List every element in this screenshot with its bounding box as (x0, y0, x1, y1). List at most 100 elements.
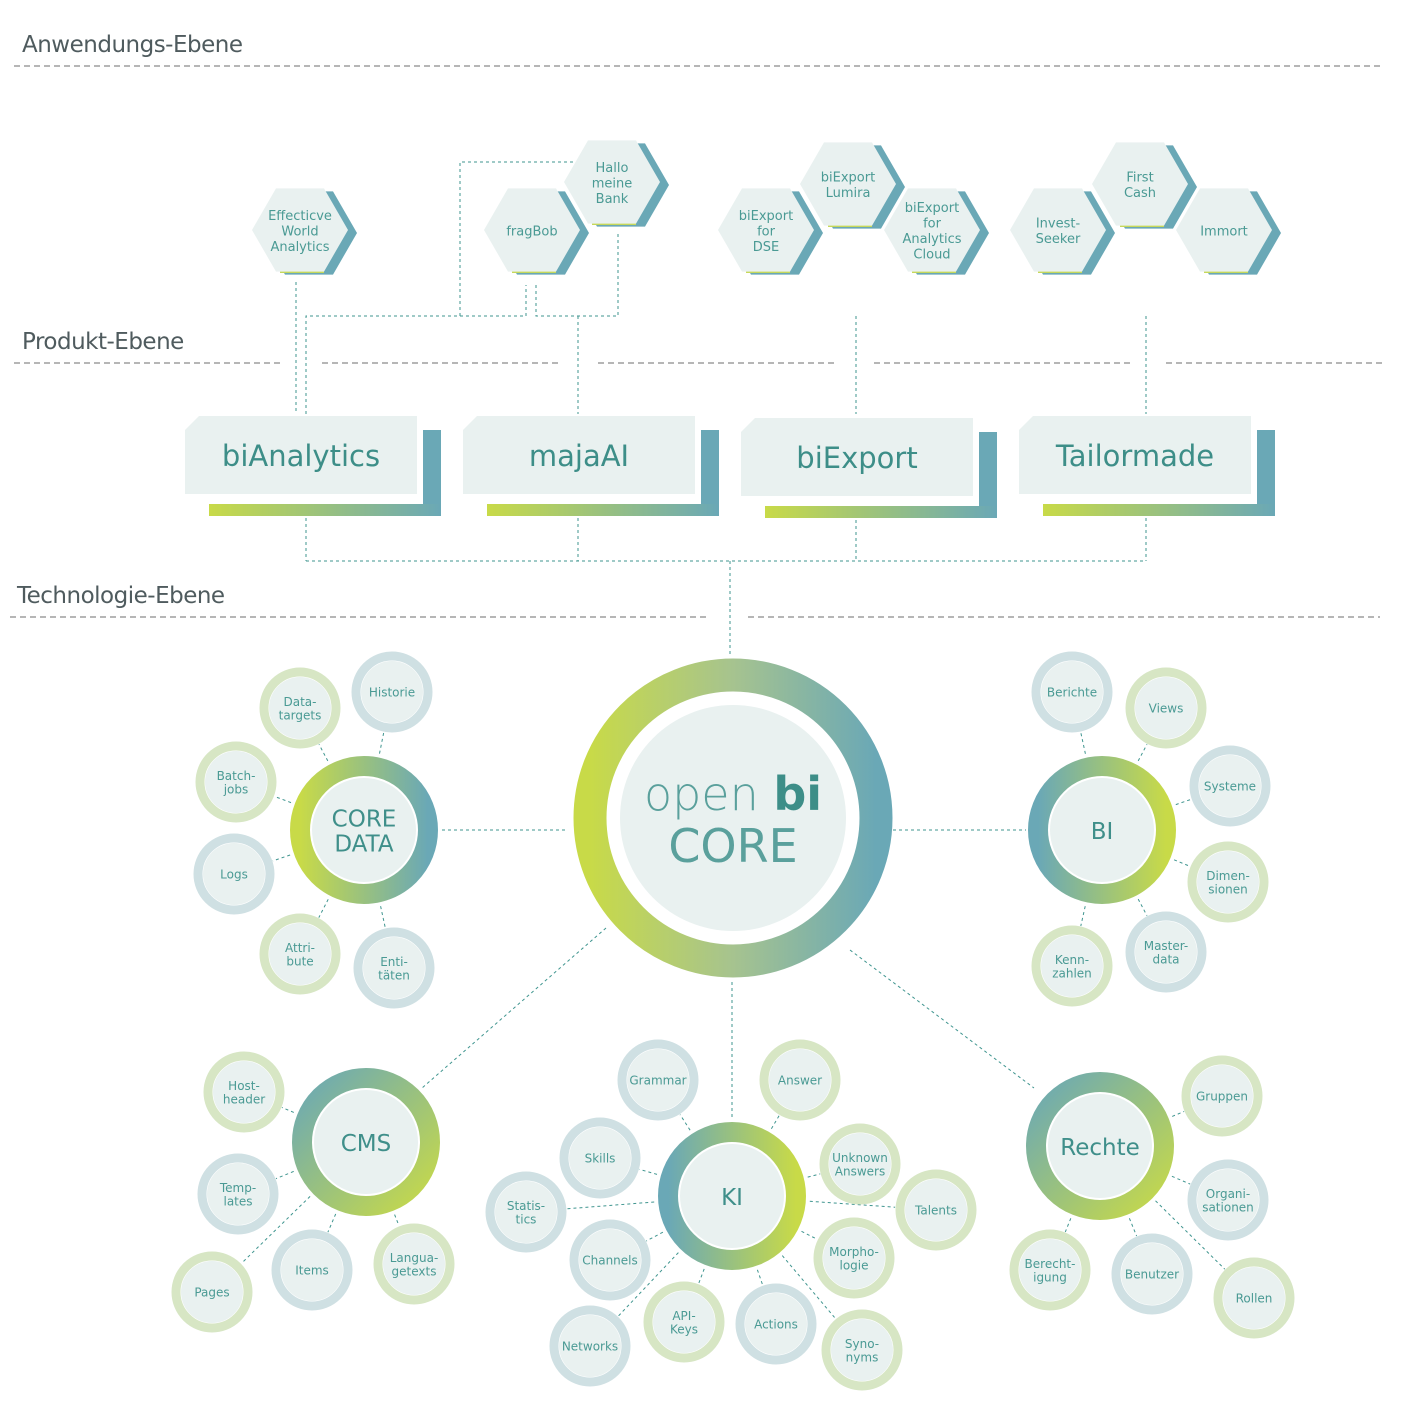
node-rechte-3[interactable]: Benutzer (1111, 1233, 1193, 1315)
node-bi-4[interactable]: Master-data (1125, 911, 1207, 993)
node-cms-3[interactable]: Items (271, 1229, 353, 1311)
node-ki-4[interactable]: Statis-tics (485, 1171, 567, 1253)
app-label-immort: Immort (1200, 224, 1248, 239)
core-title-line2: CORE (668, 819, 797, 873)
node-label-ki-6: Channels (582, 1254, 638, 1268)
node-ki-10[interactable]: Actions (735, 1283, 817, 1365)
node-ki-8[interactable]: Networks (549, 1305, 631, 1387)
node-coredata-2[interactable]: Batch-jobs (195, 741, 277, 823)
node-ki-9[interactable]: API-Keys (643, 1281, 725, 1363)
node-rechte-2[interactable]: Rollen (1213, 1257, 1295, 1339)
product-tailormade[interactable]: Tailormade (1019, 416, 1275, 516)
node-coredata-3[interactable]: Logs (193, 833, 275, 915)
node-label-coredata-5: Enti-täten (378, 955, 410, 983)
node-coredata-5[interactable]: Enti-täten (353, 927, 435, 1009)
node-label-cms-4: Langua-getexts (390, 1251, 439, 1279)
product-label-majaai: majaAI (529, 439, 629, 473)
node-label-ki-4: Statis-tics (507, 1199, 545, 1227)
node-label-rechte-3: Benutzer (1125, 1268, 1179, 1282)
node-label-rechte-0: Gruppen (1196, 1090, 1248, 1104)
node-label-ki-9: API-Keys (670, 1309, 698, 1337)
node-label-bi-3: Dimen-sionen (1206, 869, 1250, 897)
node-rechte-1[interactable]: Organi-sationen (1187, 1159, 1269, 1241)
hub-ki[interactable]: KI (658, 1122, 806, 1270)
hub-bi[interactable]: BI (1028, 756, 1176, 904)
node-ki-11[interactable]: Syno-nyms (821, 1309, 903, 1391)
node-ki-2[interactable]: Skills (559, 1117, 641, 1199)
node-label-ki-8: Networks (562, 1340, 618, 1354)
hub-cms[interactable]: CMS (292, 1068, 440, 1216)
node-label-coredata-0: Data-targets (279, 695, 322, 723)
node-label-rechte-4: Berecht-igung (1025, 1257, 1076, 1285)
node-ki-1[interactable]: Answer (759, 1039, 841, 1121)
node-label-ki-5: Talents (914, 1204, 957, 1218)
level-application-title: Anwendungs-Ebene (22, 32, 243, 58)
node-label-bi-1: Views (1149, 702, 1184, 716)
product-biexport[interactable]: biExport (741, 418, 997, 518)
node-rechte-4[interactable]: Berecht-igung (1009, 1229, 1091, 1311)
hub-label-bi: BI (1091, 819, 1114, 845)
node-label-bi-5: Kenn-zahlen (1052, 953, 1092, 981)
node-ki-6[interactable]: Channels (569, 1219, 651, 1301)
node-coredata-4[interactable]: Attri-bute (259, 913, 341, 995)
node-rechte-0[interactable]: Gruppen (1181, 1055, 1263, 1137)
node-label-cms-3: Items (295, 1264, 329, 1278)
app-hex-invest[interactable]: Invest-Seeker (1010, 188, 1115, 275)
node-label-bi-2: Systeme (1204, 780, 1256, 794)
node-label-ki-10: Actions (754, 1318, 798, 1332)
node-bi-0[interactable]: Berichte (1031, 651, 1113, 733)
node-cms-2[interactable]: Pages (171, 1251, 253, 1333)
node-label-bi-0: Berichte (1047, 686, 1097, 700)
node-ki-5[interactable]: Talents (895, 1169, 977, 1251)
node-bi-2[interactable]: Systeme (1189, 745, 1271, 827)
node-label-cms-2: Pages (194, 1286, 229, 1300)
level-technology-title: Technologie-Ebene (16, 583, 225, 609)
app-label-invest: Invest-Seeker (1036, 217, 1081, 248)
product-label-biexport: biExport (796, 441, 917, 475)
node-label-coredata-3: Logs (220, 868, 248, 882)
node-ki-7[interactable]: Morpho-logie (813, 1217, 895, 1299)
node-label-coredata-1: Historie (369, 686, 415, 700)
node-label-ki-0: Grammar (629, 1074, 686, 1088)
node-label-rechte-2: Rollen (1236, 1292, 1273, 1306)
app-label-fragbob: fragBob (506, 224, 557, 239)
satellite-links (241, 731, 1226, 1320)
node-cms-1[interactable]: Temp-lates (197, 1153, 279, 1235)
product-majaai[interactable]: majaAI (463, 416, 719, 516)
node-cms-0[interactable]: Host-header (203, 1051, 285, 1133)
node-bi-1[interactable]: Views (1125, 667, 1207, 749)
openbi-core[interactable]: open bi CORE (573, 658, 893, 978)
node-label-ki-1: Answer (778, 1074, 822, 1088)
product-bianalytics[interactable]: biAnalytics (185, 416, 441, 516)
app-hex-fragbob[interactable]: fragBob (484, 188, 589, 275)
node-bi-5[interactable]: Kenn-zahlen (1031, 925, 1113, 1007)
node-coredata-0[interactable]: Data-targets (259, 667, 341, 749)
app-hex-immort[interactable]: Immort (1176, 188, 1281, 275)
node-label-cms-0: Host-header (223, 1079, 265, 1107)
node-label-rechte-1: Organi-sationen (1202, 1187, 1254, 1215)
node-label-ki-7: Morpho-logie (829, 1245, 879, 1273)
node-coredata-1[interactable]: Historie (351, 651, 433, 733)
node-cms-4[interactable]: Langua-getexts (373, 1223, 455, 1305)
hub-rechte[interactable]: Rechte (1026, 1072, 1174, 1220)
node-label-coredata-2: Batch-jobs (217, 769, 256, 797)
node-bi-3[interactable]: Dimen-sionen (1187, 841, 1269, 923)
node-ki-0[interactable]: Grammar (617, 1039, 699, 1121)
level-separators (10, 65, 1384, 618)
